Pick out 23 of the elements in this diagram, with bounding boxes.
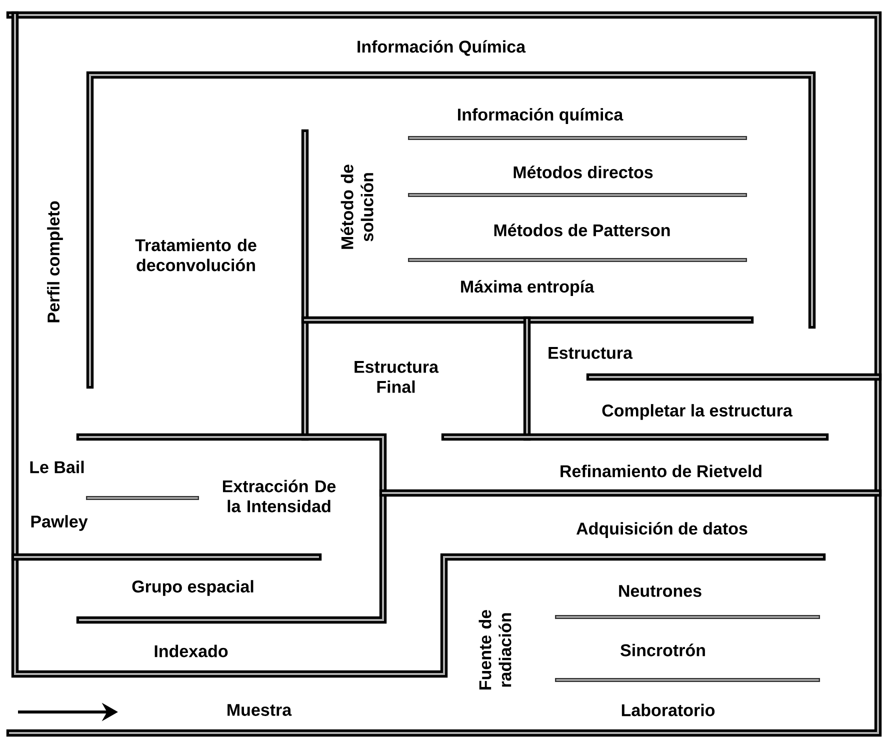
maze-label: Neutrones xyxy=(619,585,702,597)
maze-label: Estructura Final xyxy=(354,361,439,393)
maze-label: Laboratorio xyxy=(622,704,715,716)
maze-label: Información Química xyxy=(358,40,526,56)
maze-label: Extracción De la Intensidad xyxy=(222,480,336,512)
maze-label: Métodos directos xyxy=(514,166,653,178)
maze-label: Muestra xyxy=(228,704,292,716)
maze-label: Métodos de Patterson xyxy=(494,224,670,236)
maze-label: Método de solución xyxy=(340,164,374,249)
maze-label: Tratamiento de deconvolución xyxy=(135,238,256,272)
maze-label: Estructura xyxy=(548,347,633,359)
maze-label: Pawley xyxy=(31,515,88,531)
maze-label: Fuente de radiación xyxy=(478,610,512,690)
maze-label: Refinamiento de Rietveld xyxy=(560,464,762,478)
maze-label: Perfil completo xyxy=(47,201,63,322)
maze-label: Le Bail xyxy=(30,460,84,474)
maze-label: Adquisición de datos xyxy=(576,522,748,538)
maze-label: Máxima entropía xyxy=(461,280,594,296)
maze-label: Sincrotrón xyxy=(620,644,705,656)
maze-label: Indexado xyxy=(154,644,228,658)
maze-label: Información química xyxy=(458,108,624,124)
maze-label: Grupo espacial xyxy=(132,580,254,596)
maze-label: Completar la estructura xyxy=(602,404,793,420)
